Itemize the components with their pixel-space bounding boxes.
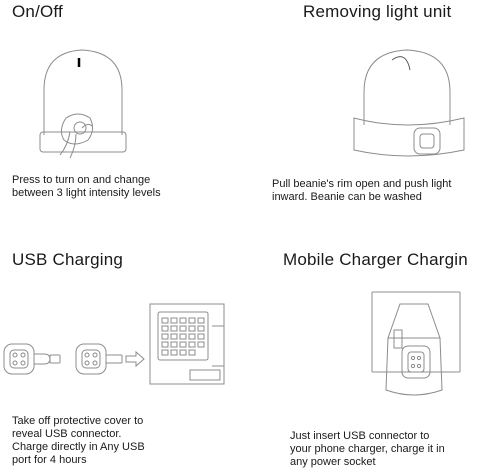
onoff-title: On/Off — [12, 2, 63, 21]
usb-charging-illustration — [2, 296, 232, 396]
usb-caption: Take off protective cover to reveal USB … — [12, 415, 145, 466]
mobile-charger-illustration — [366, 290, 466, 402]
onoff-caption: Press to turn on and change between 3 li… — [12, 174, 161, 199]
removing-caption: Pull beanie's rim open and push light in… — [272, 178, 452, 203]
beanie-press-illustration — [30, 40, 140, 160]
mobile-title: Mobile Charger Chargin — [283, 250, 468, 269]
removing-title: Removing light unit — [303, 2, 452, 21]
mobile-caption: Just insert USB connector to your phone … — [290, 430, 445, 468]
beanie-removal-illustration — [352, 40, 472, 165]
usb-title: USB Charging — [12, 250, 124, 269]
